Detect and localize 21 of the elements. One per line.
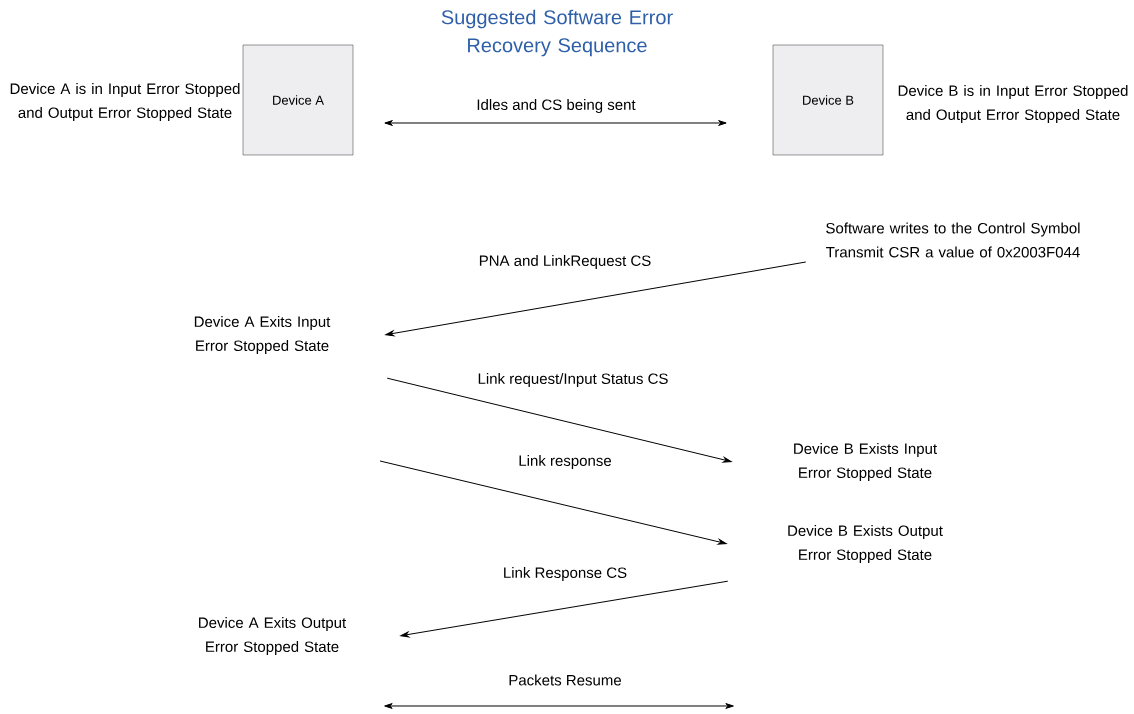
arrow: [385, 261, 807, 337]
edge-label: Idles and CS being sent: [475, 98, 637, 114]
state-caption: Device B is in Input Error Stopped and Output Error Stopped State: [898, 85, 1128, 123]
device-box: Device A: [242, 44, 354, 156]
state-text: Device A Exits Input Error Stopped State: [194, 316, 331, 354]
state-text: Device B Exists Input Error Stopped State: [794, 443, 937, 481]
arrow: [386, 377, 732, 463]
state-caption: Device A is in Input Error Stopped and Output Error Stopped State: [10, 83, 240, 121]
state-text: Software writes to the Control Symbol Transmit CSR a value of 0x2003F044: [826, 222, 1080, 258]
arrow-label: Packets Resume: [509, 674, 621, 686]
edge-label: Link Response CS: [501, 566, 629, 582]
arrow: [384, 120, 727, 126]
state-text: Device A Exits Output Error Stopped State: [199, 617, 347, 655]
edge-label: Link request/Input Status CS: [476, 372, 670, 388]
device-box: Device B: [772, 44, 884, 156]
arrow: [400, 580, 729, 638]
title: Suggested Software Error Recovery Sequence: [441, 9, 673, 57]
edge-label: Link response: [517, 454, 613, 470]
state-text: Device B Exists Output Error Stopped State: [788, 525, 943, 563]
edge-label: PNA and LinkRequest CS: [477, 254, 653, 270]
arrow: [379, 460, 727, 545]
